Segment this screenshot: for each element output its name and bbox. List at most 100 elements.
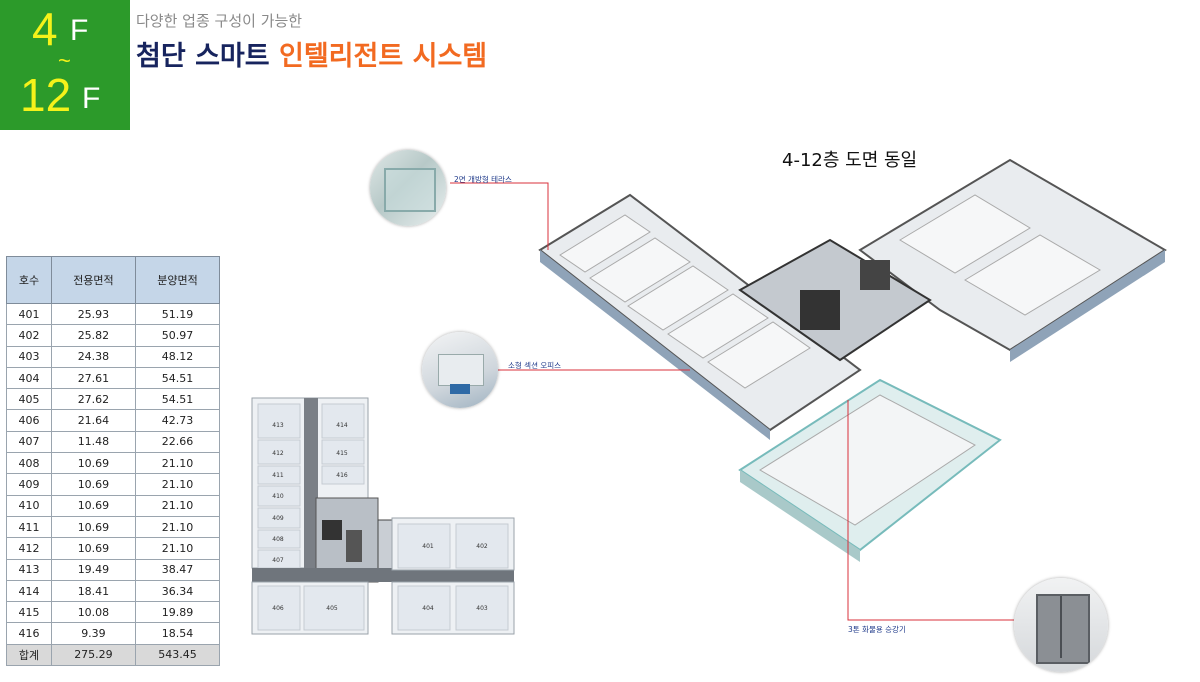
sale-area-cell: 48.12 [134,345,221,368]
header-exclusive-area: 전용면적 [50,256,136,304]
unit-cell: 410 [6,494,52,517]
exclusive-area-cell: 10.08 [50,601,136,624]
badge-range-mark: ~ [58,48,71,73]
sale-area-cell: 38.47 [134,558,221,581]
badge-top-number: 4 [32,3,58,55]
elevator-label: 3톤 화물용 승강기 [848,625,906,634]
exclusive-area-cell: 10.69 [50,452,136,475]
exclusive-area-cell: 27.62 [50,388,136,411]
plan-unit-label: 405 [326,605,338,612]
plan-note: 4-12층 도면 동일 [782,150,918,171]
sale-area-cell: 54.51 [134,366,221,390]
plan-unit-label: 414 [336,422,348,429]
exclusive-area-cell: 24.38 [50,345,136,368]
floor-badge: 4 F ~ 12 F [0,0,130,130]
plan-unit-label: 413 [272,422,284,429]
elevator-photo [1014,578,1108,672]
isometric-front-terrace [738,378,1002,562]
unit-cell: 404 [6,366,52,390]
exclusive-area-cell: 10.69 [50,494,136,517]
unit-cell: 403 [6,345,52,368]
unit-cell: 414 [6,579,52,603]
sale-area-cell: 42.73 [134,409,221,432]
exclusive-area-cell: 19.49 [50,558,136,581]
floor-plan-2d-shapes [251,397,515,635]
exclusive-area-cell: 10.69 [50,515,136,539]
plan-unit-label: 406 [272,605,284,612]
badge-bottom-unit: F [82,82,101,115]
title-accent: 인텔리전트 시스템 [279,41,488,72]
exclusive-area-cell: 25.82 [50,324,136,347]
badge-bottom-number: 12 [20,69,72,121]
sale-area-cell: 21.10 [134,452,221,475]
sale-area-cell: 54.51 [134,388,221,411]
plan-unit-label: 415 [336,450,348,457]
terrace-label: 2면 개방형 테라스 [454,175,512,184]
plan-unit-label: 409 [272,515,284,522]
exclusive-area-cell: 10.69 [50,473,136,496]
isometric-left-wing [538,193,862,440]
plan-unit-label: 410 [272,493,284,500]
header-unit: 호수 [6,256,52,304]
isometric-core [738,238,932,362]
exclusive-area-cell: 9.39 [50,622,136,645]
page-title: 첨단 스마트 인텔리전트 시스템 [136,34,487,73]
unit-cell: 402 [6,324,52,347]
total-sale-area-cell: 543.45 [134,643,221,667]
plan-unit-label: 403 [476,605,488,612]
plan-unit-label: 402 [476,543,488,550]
sale-area-cell: 18.54 [134,622,221,645]
sale-area-cell: 21.10 [134,537,221,560]
sale-area-cell: 21.10 [134,494,221,517]
plan-unit-label: 416 [336,472,348,479]
total-label-cell: 합계 [6,643,52,667]
badge-top-unit: F [70,14,89,47]
plan-unit-label: 407 [272,557,284,564]
plan-unit-label: 408 [272,536,284,543]
table-header-row: 호수 전용면적 분양면적 [6,256,221,304]
exclusive-area-cell: 18.41 [50,579,136,603]
plan-unit-label: 404 [422,605,434,612]
total-exclusive-area-cell: 275.29 [50,643,136,667]
sale-area-cell: 36.34 [134,579,221,603]
terrace-photo [370,150,446,226]
unit-cell: 412 [6,537,52,560]
sale-area-cell: 21.10 [134,515,221,539]
unit-cell: 409 [6,473,52,496]
plan-unit-label: 412 [272,450,284,457]
unit-cell: 401 [6,302,52,326]
sale-area-cell: 22.66 [134,430,221,454]
header-sale-area: 분양면적 [134,256,221,304]
unit-cell: 415 [6,601,52,624]
unit-cell: 405 [6,388,52,411]
page-subtitle: 다양한 업종 구성이 가능한 [136,12,303,30]
exclusive-area-cell: 10.69 [50,537,136,560]
unit-cell: 416 [6,622,52,645]
office-label: 소형 섹션 오피스 [508,361,562,370]
unit-cell: 407 [6,430,52,454]
sale-area-cell: 21.10 [134,473,221,496]
exclusive-area-cell: 25.93 [50,302,136,326]
unit-cell: 413 [6,558,52,581]
sale-area-cell: 51.19 [134,302,221,326]
exclusive-area-cell: 21.64 [50,409,136,432]
sale-area-cell: 50.97 [134,324,221,347]
exclusive-area-cell: 11.48 [50,430,136,454]
unit-cell: 406 [6,409,52,432]
office-photo [422,332,498,408]
